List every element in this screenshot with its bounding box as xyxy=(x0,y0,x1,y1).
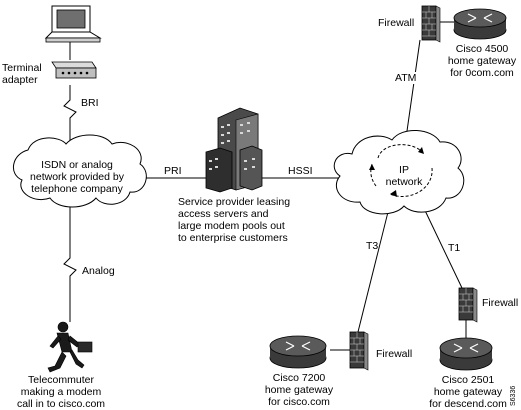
analog-link xyxy=(63,205,77,322)
terminal-adapter-icon xyxy=(51,61,97,79)
service-provider-label-line4: to enterprise customers xyxy=(178,232,288,244)
bri-link xyxy=(63,85,77,142)
terminal-adapter-label-line1: Terminal xyxy=(2,62,42,74)
firewall-top-icon xyxy=(421,5,441,43)
service-provider-label-line2: access servers and xyxy=(178,208,269,220)
ip-network-label-line1: IP xyxy=(399,164,409,176)
firewall-top-label: Firewall xyxy=(378,17,415,29)
service-provider-building-icon xyxy=(205,107,263,193)
t1-link xyxy=(419,199,463,289)
cisco7200-label-line3: for cisco.com xyxy=(268,396,330,408)
firewall-bottom-label: Firewall xyxy=(376,348,413,360)
firewall-bottom-icon xyxy=(349,331,369,371)
cisco2501-label-line1: Cisco 2501 xyxy=(441,374,495,386)
t3-label: T3 xyxy=(366,240,379,252)
cisco4500-label: Cisco 4500 home gateway for 0com.com xyxy=(446,43,518,79)
cisco2501-label-line2: home gateway xyxy=(433,386,503,398)
cisco2501-label-line3: for descend.com xyxy=(429,398,507,410)
service-provider-label-line1: Service provider leasing xyxy=(178,196,291,208)
ip-network-label-line2: network xyxy=(385,176,423,188)
analog-label: Analog xyxy=(82,265,115,277)
router-cisco7200-icon xyxy=(269,335,327,369)
t1-label: T1 xyxy=(448,242,461,254)
telecommuter-label-line3: call in to cisco.com xyxy=(16,398,106,410)
ip-network-cloud-icon xyxy=(333,130,465,215)
isdn-network-label-line2: network provided by xyxy=(30,171,124,183)
telecommuter-label: Telecommuter making a modem call in to c… xyxy=(6,374,116,410)
telecommuter-label-line2: making a modem xyxy=(20,386,102,398)
isdn-network-label-line3: telephone company xyxy=(31,183,123,195)
ip-network-label: IP network xyxy=(384,164,424,188)
service-provider-label-line3: large modem pools out xyxy=(178,220,285,232)
service-provider-label: Service provider leasing access servers … xyxy=(178,196,290,244)
telecommuter-person-icon xyxy=(47,321,93,373)
atm-label: ATM xyxy=(394,72,418,84)
computer-icon xyxy=(44,5,102,43)
telecommuter-label-line1: Telecommuter xyxy=(28,374,94,386)
cisco4500-label-line2: home gateway xyxy=(447,55,517,67)
firewall-right-label: Firewall xyxy=(482,297,519,309)
cisco7200-label-line2: home gateway xyxy=(264,384,334,396)
cisco7200-label-line1: Cisco 7200 xyxy=(272,372,326,384)
cisco7200-label: Cisco 7200 home gateway for cisco.com xyxy=(260,372,338,408)
router-cisco2501-icon xyxy=(439,337,493,371)
cisco4500-label-line3: for 0com.com xyxy=(450,67,514,79)
terminal-adapter-label: Terminal adapter xyxy=(2,62,42,86)
isdn-cloud-icon xyxy=(13,134,147,208)
firewall-right-icon xyxy=(458,287,478,323)
pri-label: PRI xyxy=(164,165,182,177)
ip-network-arrowheads xyxy=(369,147,424,197)
t3-link xyxy=(357,211,389,333)
isdn-network-label-line1: ISDN or analog xyxy=(41,159,113,171)
figure-code: S6336 xyxy=(510,385,517,406)
cisco4500-label-line1: Cisco 4500 xyxy=(455,43,509,55)
cisco2501-label: Cisco 2501 home gateway for descend.com xyxy=(426,374,510,410)
hssi-label: HSSI xyxy=(288,165,313,177)
terminal-adapter-label-line2: adapter xyxy=(2,74,38,86)
router-cisco4500-icon xyxy=(453,8,507,40)
isdn-network-label: ISDN or analog network provided by telep… xyxy=(18,159,136,195)
bri-label: BRI xyxy=(80,97,100,109)
connection-lines xyxy=(63,21,467,351)
atm-link xyxy=(405,39,421,139)
